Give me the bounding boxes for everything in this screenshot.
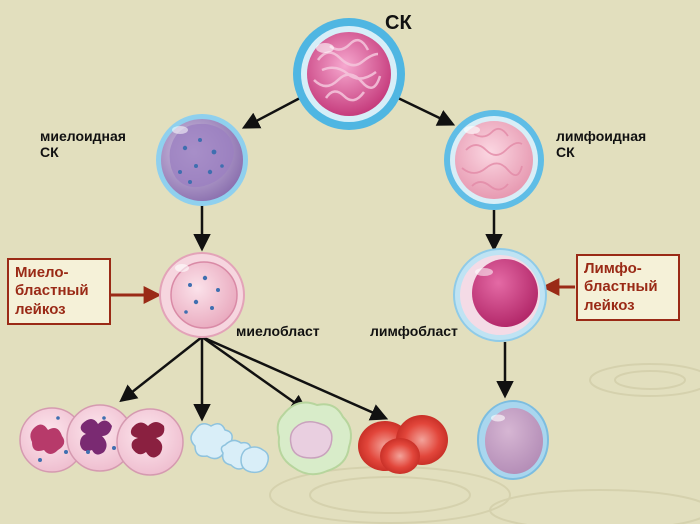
myeloid-sc-label: миелоидная СК (40, 128, 126, 160)
lymphoid-sc-label: лимфоидная СК (556, 128, 646, 160)
stem-cell-label: СК (385, 12, 412, 34)
myeloblastic-leukemia-line1: Миело- (15, 264, 69, 281)
lymphoblastic-leukemia-line1: Лимфо- (584, 260, 642, 277)
lymphoid-sc-label-line1: лимфоидная (556, 128, 647, 144)
platelet-cluster (190, 423, 270, 474)
myeloid-sc-label-line2: СК (40, 144, 59, 161)
monocyte-cell (276, 401, 352, 476)
lymphoid-stem-cell (444, 110, 544, 210)
lymphoblastic-leukemia-line2: бластный (584, 278, 658, 296)
lymphoid-sc-label-line2: СК (556, 144, 575, 161)
lymphocyte-cell (477, 400, 549, 480)
granulocyte-1 (19, 407, 85, 473)
myeloblastic-leukemia-line3: лейкоз (15, 300, 66, 318)
myeloblastic-leukemia-box: Миело- бластный лейкоз (7, 258, 111, 325)
granulocyte-cells (19, 404, 184, 476)
lymphoblastic-leukemia-box: Лимфо- бластный лейкоз (576, 254, 680, 321)
myeloid-stem-cell (156, 114, 248, 206)
arrow-myeloblast-to-monocyte (201, 335, 308, 413)
myeloblast-cell (159, 252, 245, 338)
arrow-sc-to-myeloid (241, 96, 301, 129)
arrow-myeloblast-to-granulocytes (119, 336, 203, 403)
arrow-sc-to-lymphoid (397, 96, 456, 126)
stem-cell (293, 18, 405, 130)
erythrocyte-cells (358, 415, 448, 474)
granulocyte-3 (116, 408, 184, 476)
myeloblast-label: миелобласт (236, 323, 320, 339)
lymphoblast-label: лимфобласт (370, 323, 458, 339)
myeloblastic-leukemia-line2: бластный (15, 282, 89, 300)
arrows (119, 96, 514, 422)
lymphoblastic-leukemia-line3: лейкоз (584, 296, 635, 314)
myeloid-sc-label-line1: миелоидная (40, 128, 126, 144)
lymphoblast-cell (453, 248, 547, 342)
arrow-myeloblast-to-erythrocytes (201, 335, 389, 421)
